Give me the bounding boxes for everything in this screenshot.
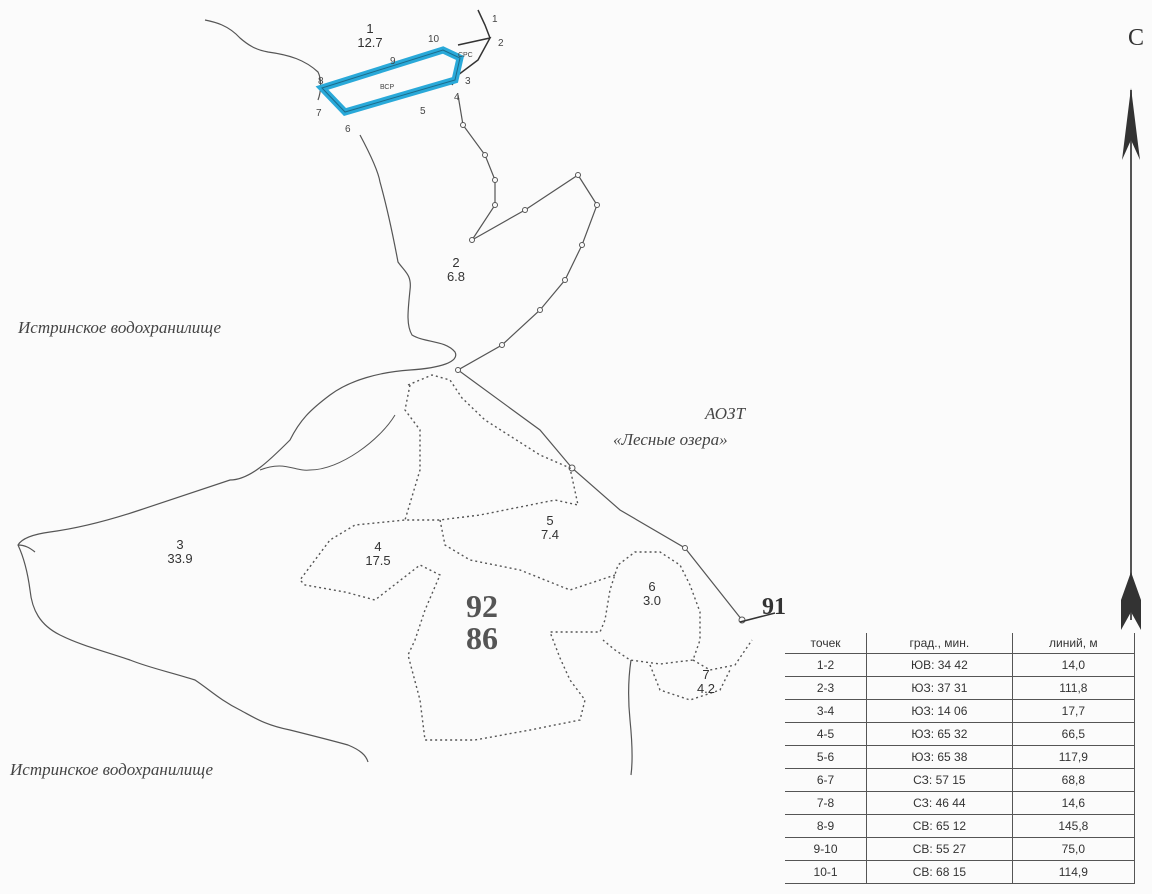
vertex-1-label: 1 <box>492 14 498 25</box>
reservoir-shoreline-inner <box>259 414 396 471</box>
cell-length: 145,8 <box>1011 814 1136 838</box>
cell-bearing: ЮЗ: 14 06 <box>866 699 1013 723</box>
quarter-91-pointer <box>739 612 776 623</box>
cell-points: 7-8 <box>785 791 868 815</box>
cell-bearing: СВ: 65 12 <box>866 814 1013 838</box>
reservoir-shoreline <box>17 19 457 763</box>
cell-bearing: ЮЗ: 37 31 <box>866 676 1013 700</box>
column-header-points: точек <box>785 633 868 654</box>
cell-length: 117,9 <box>1011 745 1136 769</box>
boundary-markers <box>455 122 746 624</box>
reservoir-label-bottom: Истринское водохранилище <box>10 760 214 779</box>
cell-bearing: СЗ: 57 15 <box>866 768 1013 792</box>
cell-points: 6-7 <box>785 768 868 792</box>
reservoir-shoreline-east <box>628 659 633 776</box>
quarter-number: 92 <box>466 588 498 624</box>
neighbor-label-line2: «Лесные озера» <box>613 430 728 449</box>
cell-bearing: СВ: 68 15 <box>866 860 1013 884</box>
cell-points: 5-6 <box>785 745 868 769</box>
neighbor-label-line1: АОЗТ <box>705 404 746 423</box>
plot-boundaries <box>299 374 753 741</box>
vertex-3-label: 3 <box>465 76 471 87</box>
table-header-row: точек град., мин. линий, м <box>785 633 1136 654</box>
cell-bearing: ЮЗ: 65 38 <box>866 745 1013 769</box>
zone-label-main: ВСР <box>380 84 395 91</box>
cell-length: 14,0 <box>1011 653 1136 677</box>
vertex-10-label: 10 <box>428 34 440 45</box>
cell-bearing: ЮЗ: 65 32 <box>866 722 1013 746</box>
cell-bearing: СЗ: 46 44 <box>866 791 1013 815</box>
cell-length: 66,5 <box>1011 722 1136 746</box>
quarter-area: 86 <box>466 620 498 656</box>
neighbor-boundary <box>456 94 743 621</box>
vertex-6-label: 6 <box>345 124 351 135</box>
cell-length: 14,6 <box>1011 791 1136 815</box>
quarter-91-label: 91 <box>762 594 786 620</box>
column-header-bearing: град., мин. <box>866 633 1013 654</box>
cell-points: 3-4 <box>785 699 868 723</box>
cell-length: 111,8 <box>1011 676 1136 700</box>
cell-points: 4-5 <box>785 722 868 746</box>
north-label: С <box>1128 25 1145 51</box>
column-header-length: линий, м <box>1011 633 1136 654</box>
zone-label-small: СРС <box>458 52 473 59</box>
cell-length: 17,7 <box>1011 699 1136 723</box>
vertex-9-label: 9 <box>390 56 396 67</box>
cell-length: 75,0 <box>1011 837 1136 861</box>
quarter-92-label: 92 86 <box>456 590 508 654</box>
cell-points: 2-3 <box>785 676 868 700</box>
vertex-4-label: 4 <box>454 92 460 103</box>
cell-length: 68,8 <box>1011 768 1136 792</box>
vertex-8-label: 8 <box>318 76 324 87</box>
cell-points: 8-9 <box>785 814 868 838</box>
cell-points: 9-10 <box>785 837 868 861</box>
vertex-2-label: 2 <box>498 38 504 49</box>
cell-bearing: ЮВ: 34 42 <box>866 653 1013 677</box>
cell-points: 1-2 <box>785 653 868 677</box>
north-arrow <box>1121 88 1141 630</box>
highlighted-plot-outline <box>321 49 461 113</box>
cell-bearing: СВ: 55 27 <box>866 837 1013 861</box>
reservoir-label-top: Истринское водохранилище <box>18 318 222 337</box>
vertex-5-label: 5 <box>420 106 426 117</box>
cell-length: 114,9 <box>1011 860 1136 884</box>
vertex-7-label: 7 <box>316 108 322 119</box>
cell-points: 10-1 <box>785 860 868 884</box>
